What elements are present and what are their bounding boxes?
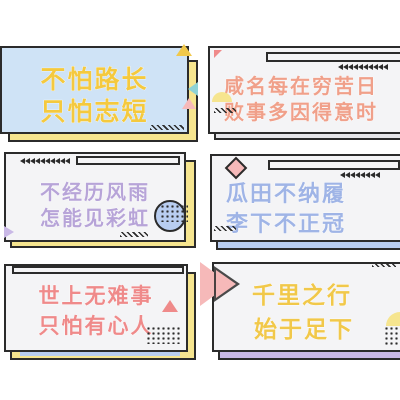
quote-line-1: 不经历风雨 — [40, 180, 150, 205]
quote-line-1: 瓜田不纳履 — [226, 182, 347, 208]
yellow-triangle-icon — [176, 44, 192, 56]
yellow-semicircle-icon — [212, 92, 232, 102]
pink-arrow-inner-icon — [216, 270, 236, 298]
hatch-stripe — [214, 108, 236, 113]
dot-grid — [384, 326, 400, 346]
card-face: 咸名每在穷苦日 败事多因得意时 — [208, 46, 400, 134]
quote-line-2: 始于足下 — [254, 317, 354, 344]
frame-bar — [12, 266, 184, 274]
quote-line-1: 咸名每在穷苦日 — [224, 74, 378, 99]
quote-line-2: 李下不正冠 — [226, 212, 347, 238]
hatch-stripe — [214, 226, 236, 231]
quote-line-2: 只怕志短 — [40, 97, 149, 127]
quote-line-2: 败事多因得意时 — [224, 100, 378, 125]
dot-grid — [146, 326, 180, 344]
pink-triangle-icon — [182, 98, 196, 109]
hatch-stripe — [120, 232, 148, 237]
quote-line-1: 不怕路长 — [40, 65, 149, 95]
card-face: 千里之行 始于足下 — [212, 262, 400, 352]
quote-line-2: 怎能见彩虹 — [40, 206, 150, 231]
triangle-arrow-row — [20, 158, 70, 164]
frame-bar — [268, 160, 400, 170]
quote-line-1: 千里之行 — [252, 283, 352, 310]
quote-line-2: 只怕有心人 — [38, 314, 154, 339]
triangle-arrow-row — [338, 64, 388, 70]
triangle-arrow-row — [340, 172, 380, 178]
card-face: 不怕路长 只怕志短 — [0, 46, 189, 134]
pink-triangle-icon — [214, 50, 222, 58]
card-face: 不经历风雨 怎能见彩虹 — [4, 152, 186, 242]
dot-grid — [160, 204, 188, 222]
purple-triangle-icon — [4, 226, 14, 238]
hatch-stripe — [372, 262, 396, 267]
card-face: 世上无难事 只怕有心人 — [4, 264, 188, 352]
hatch-stripe — [150, 125, 184, 130]
frame-bar — [76, 156, 180, 165]
teal-triangle-icon — [188, 82, 198, 96]
yellow-quarter-circle-icon — [386, 312, 400, 326]
blue-bar — [20, 352, 180, 356]
quote-line-1: 世上无难事 — [38, 284, 154, 309]
frame-bar — [266, 52, 400, 62]
pink-triangle-icon — [162, 300, 178, 312]
